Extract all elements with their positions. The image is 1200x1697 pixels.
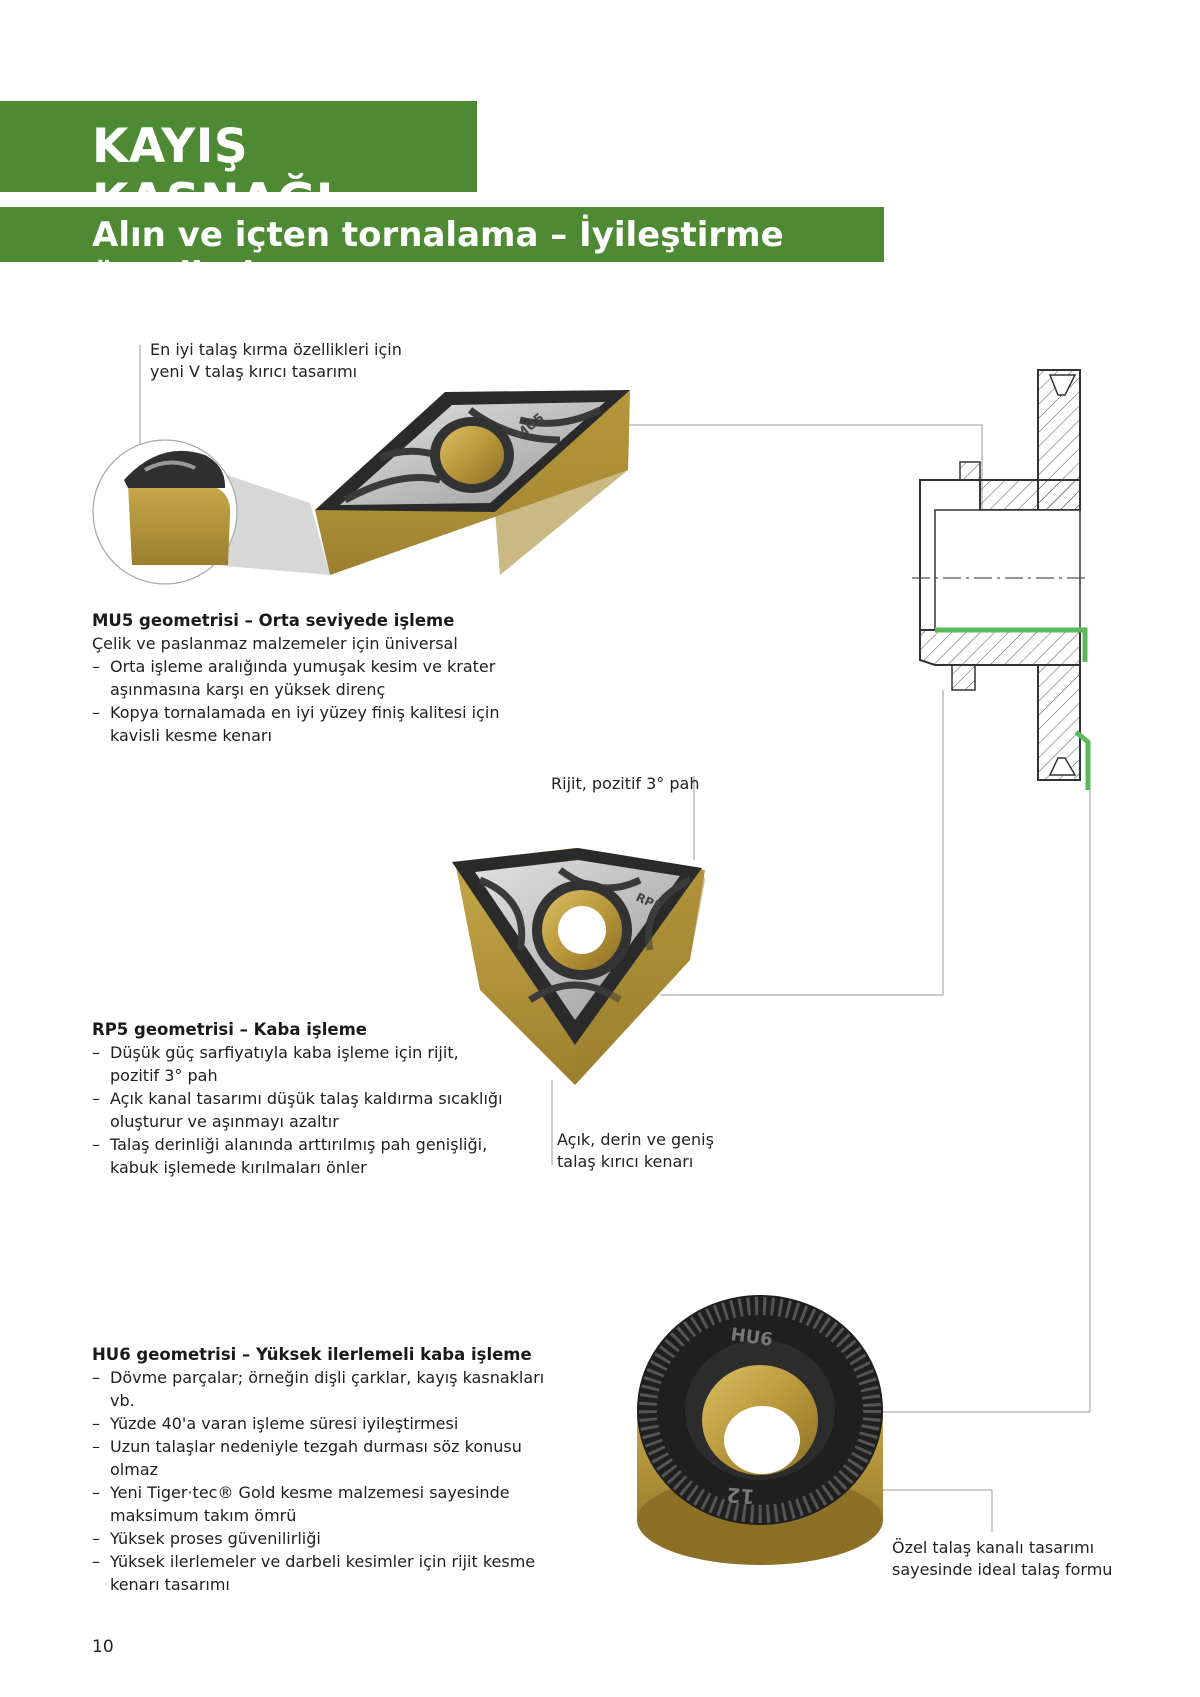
callout-v-chipbreaker: En iyi talaş kırma özellikleri için yeni… xyxy=(150,339,402,383)
mu5-title: MU5 geometrisi – Orta seviyede işleme xyxy=(92,611,455,630)
hu6-block: HU6 geometrisi – Yüksek ilerlemeli kaba … xyxy=(92,1343,567,1596)
hu6-insert-size: 12 xyxy=(726,1483,756,1509)
callout-line: Özel talaş kanalı tasarımı xyxy=(892,1538,1095,1557)
mu5-list: Orta işleme aralığında yumuşak kesim ve … xyxy=(92,655,512,747)
pulley-section-drawing xyxy=(912,369,1091,790)
rp5-block: RP5 geometrisi – Kaba işleme Düşük güç s… xyxy=(92,1018,512,1179)
callout-line: yeni V talaş kırıcı tasarımı xyxy=(150,362,358,381)
callout-open-chipbreaker: Açık, derin ve geniş talaş kırıcı kenarı xyxy=(557,1129,714,1173)
callout-line: Açık, derin ve geniş xyxy=(557,1130,714,1149)
mu5-insert: MU5 xyxy=(315,390,630,575)
leader-lines xyxy=(139,345,1091,1532)
list-item: Uzun talaşlar nedeniyle tezgah durması s… xyxy=(92,1435,567,1481)
callout-rigid-chamfer: Rijit, pozitif 3° pah xyxy=(551,774,700,793)
title-band: KAYIŞ KASNAĞI xyxy=(0,101,477,229)
list-item: Talaş derinliği alanında arttırılmış pah… xyxy=(92,1133,512,1179)
list-item: Yüksek ilerlemeler ve darbeli kesimler i… xyxy=(92,1550,567,1596)
page-number: 10 xyxy=(92,1637,114,1657)
list-item: Açık kanal tasarımı düşük talaş kaldırma… xyxy=(92,1087,512,1133)
callout-line: En iyi talaş kırma özellikleri için xyxy=(150,340,402,359)
list-item: Düşük güç sarfiyatıyla kaba işleme için … xyxy=(92,1041,512,1087)
list-item: Orta işleme aralığında yumuşak kesim ve … xyxy=(92,655,512,701)
rp5-title: RP5 geometrisi – Kaba işleme xyxy=(92,1020,367,1039)
list-item: Yüksek proses güvenilirliği xyxy=(92,1527,567,1550)
callout-line: talaş kırıcı kenarı xyxy=(557,1152,694,1171)
list-item: Yüzde 40'a varan işleme süresi iyileştir… xyxy=(92,1412,567,1435)
rp5-list: Düşük güç sarfiyatıyla kaba işleme için … xyxy=(92,1041,512,1179)
rp5-insert: RP5 xyxy=(452,848,705,1085)
list-item: Dövme parçalar; örneğin dişli çarklar, k… xyxy=(92,1366,567,1412)
subtitle-band: Alın ve içten tornalama – İyileştirme ön… xyxy=(0,207,884,295)
hu6-insert: HU6 12 xyxy=(637,1295,883,1565)
hu6-title: HU6 geometrisi – Yüksek ilerlemeli kaba … xyxy=(92,1345,532,1364)
hu6-list: Dövme parçalar; örneğin dişli çarklar, k… xyxy=(92,1366,567,1596)
callout-line: sayesinde ideal talaş formu xyxy=(892,1560,1113,1579)
mu5-detail-circle xyxy=(92,439,330,585)
mu5-block: MU5 geometrisi – Orta seviyede işleme Çe… xyxy=(92,609,512,747)
callout-special-groove: Özel talaş kanalı tasarımı sayesinde ide… xyxy=(892,1537,1112,1581)
page-subtitle: Alın ve içten tornalama – İyileştirme ön… xyxy=(92,215,784,295)
list-item: Yeni Tiger·tec® Gold kesme malzemesi say… xyxy=(92,1481,567,1527)
list-item: Kopya tornalamada en iyi yüzey finiş kal… xyxy=(92,701,512,747)
mu5-intro: Çelik ve paslanmaz malzemeler için ünive… xyxy=(92,634,458,653)
